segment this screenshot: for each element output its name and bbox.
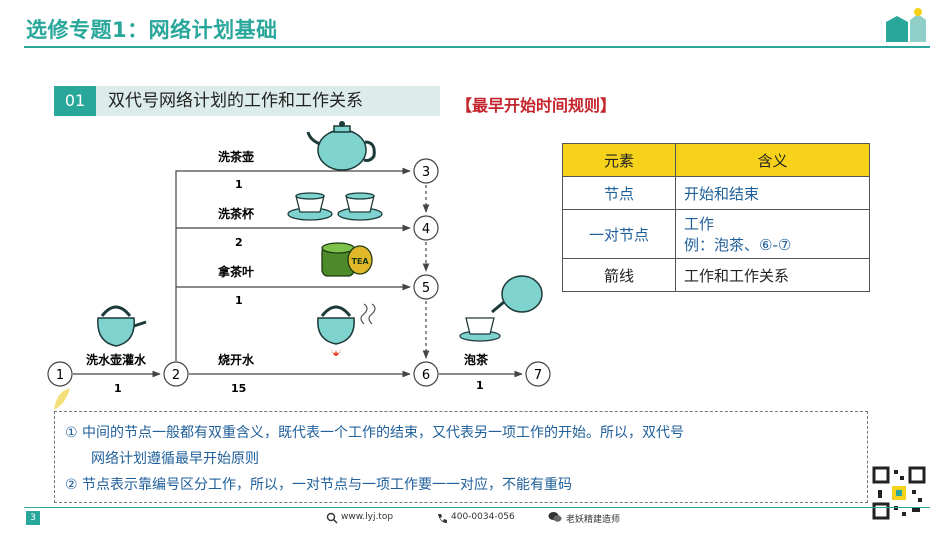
footer-phone: 400-0034-056 bbox=[451, 512, 515, 522]
node-label: 4 bbox=[422, 222, 430, 237]
node-4: 4 bbox=[413, 215, 439, 241]
node-label: 5 bbox=[422, 281, 430, 296]
legend-element: 节点 bbox=[562, 176, 676, 210]
footer-website[interactable]: www.lyj.top bbox=[341, 512, 394, 522]
title-rule bbox=[24, 46, 930, 48]
search-icon bbox=[326, 512, 338, 524]
leaf-icon bbox=[54, 388, 70, 410]
legend-header-meaning: 含义 bbox=[675, 143, 870, 177]
node-7: 7 bbox=[525, 361, 551, 387]
arrow-2-3 bbox=[175, 167, 411, 361]
node-label: 1 bbox=[56, 368, 64, 383]
note-line: 网络计划遵循最早开始原则 bbox=[91, 451, 259, 467]
legend-meaning: 工作和工作关系 bbox=[675, 258, 870, 292]
section-label: 双代号网络计划的工作和工作关系 bbox=[96, 86, 440, 116]
legend-element: 箭线 bbox=[562, 258, 676, 292]
teapot-icon bbox=[306, 121, 376, 171]
pouring-teapot-icon bbox=[459, 275, 543, 342]
kettle-icon bbox=[97, 305, 147, 347]
page-number: 3 bbox=[26, 511, 40, 525]
qr-code-icon bbox=[872, 466, 926, 520]
wechat-icon bbox=[548, 512, 562, 522]
legend-table: 元素 含义 节点 开始和结束 一对节点 工作 例：泡茶、⑥-⑦ 箭线 工作和工作… bbox=[562, 143, 870, 292]
node-6: 6 bbox=[413, 361, 439, 387]
activity-label: 洗水壶灌水 bbox=[86, 352, 147, 367]
page-title: 选修专题1：网络计划基础 bbox=[26, 18, 278, 42]
activity-duration: 1 bbox=[235, 294, 243, 307]
node-3: 3 bbox=[413, 158, 439, 184]
boiling-kettle-icon bbox=[317, 303, 376, 356]
activity-label: 洗茶壶 bbox=[218, 149, 254, 164]
node-2: 2 bbox=[163, 361, 189, 387]
legend-row: 节点 开始和结束 bbox=[562, 176, 870, 210]
legend-meaning-cell: 工作 例：泡茶、⑥-⑦ bbox=[675, 209, 870, 259]
legend-meaning-example: 例：泡茶、⑥-⑦ bbox=[684, 236, 792, 254]
activity-duration: 2 bbox=[235, 236, 243, 249]
note-line: ① 中间的节点一般都有双重含义，既代表一个工作的结束，又代表另一项工作的开始。所… bbox=[65, 425, 684, 441]
phone-icon bbox=[438, 514, 447, 523]
activity-duration: 1 bbox=[235, 178, 243, 191]
teacups-icon bbox=[287, 192, 383, 221]
rule-tag: 【最早开始时间规则】 bbox=[456, 96, 617, 115]
activity-duration: 1 bbox=[476, 379, 484, 392]
activity-label: 拿茶叶 bbox=[217, 264, 254, 279]
notes-box: ① 中间的节点一般都有双重含义，既代表一个工作的结束，又代表另一项工作的开始。所… bbox=[54, 411, 868, 503]
footer-wechat: 老妖精建造师 bbox=[566, 515, 621, 525]
node-label: 3 bbox=[422, 165, 430, 180]
node-label: 6 bbox=[422, 368, 430, 383]
legend-meaning: 开始和结束 bbox=[675, 176, 870, 210]
note-line: ② 节点表示靠编号区分工作，所以，一对节点与一项工作要一一对应，不能有重码 bbox=[65, 477, 572, 493]
activity-label: 洗茶杯 bbox=[218, 206, 255, 221]
section-number: 01 bbox=[54, 86, 96, 116]
tea-tin-icon: TEA bbox=[321, 242, 373, 277]
node-1: 1 bbox=[47, 361, 73, 387]
footer-rule bbox=[24, 507, 930, 508]
activity-label: 泡茶 bbox=[464, 352, 489, 367]
activity-label: 烧开水 bbox=[218, 352, 255, 367]
activity-duration: 15 bbox=[231, 382, 246, 395]
legend-meaning: 工作 bbox=[684, 215, 715, 233]
legend-row: 箭线 工作和工作关系 bbox=[562, 258, 870, 292]
legend-row: 一对节点 工作 例：泡茶、⑥-⑦ bbox=[562, 209, 870, 259]
brand-logo-icon bbox=[886, 8, 926, 42]
legend-element: 一对节点 bbox=[562, 209, 676, 259]
node-5: 5 bbox=[413, 274, 439, 300]
legend-header-element: 元素 bbox=[562, 143, 676, 177]
activity-duration: 1 bbox=[114, 382, 122, 395]
tea-tin-text: TEA bbox=[351, 257, 369, 266]
node-label: 2 bbox=[172, 368, 180, 383]
node-label: 7 bbox=[534, 368, 542, 383]
